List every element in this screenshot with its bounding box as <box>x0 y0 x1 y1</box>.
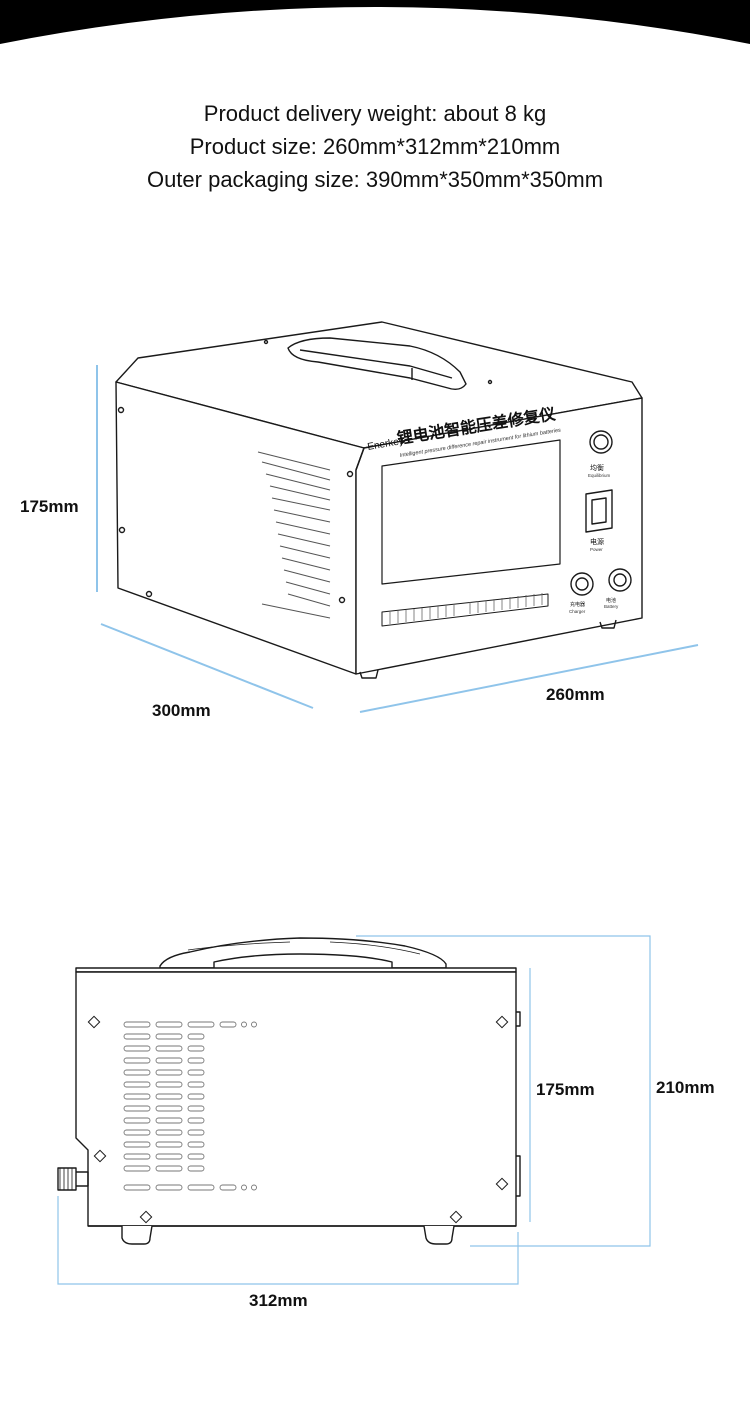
battery-label-en: Battery <box>604 604 619 609</box>
iso-width-line <box>359 644 699 713</box>
top-arc-banner <box>0 0 750 44</box>
delivery-weight-text: Product delivery weight: about 8 kg <box>203 101 547 126</box>
iso-width-label: 260mm <box>546 685 605 704</box>
side-body-height-label: 175mm <box>536 1080 595 1099</box>
iso-height-label: 175mm <box>20 497 79 516</box>
iso-depth-label: 300mm <box>152 701 211 720</box>
equilibrium-label-cn: 均衡 <box>590 463 604 472</box>
iso-dimension-lines <box>96 365 699 713</box>
product-size-text: Product size: 260mm*312mm*210mm <box>189 134 561 159</box>
product-specs: Product delivery weight: about 8 kg Prod… <box>0 97 750 196</box>
power-label-en: Power <box>590 547 603 552</box>
side-dimension-lines <box>57 935 651 1285</box>
side-total-height-label: 210mm <box>656 1078 715 1097</box>
charger-label-cn: 充电器 <box>570 601 585 608</box>
isometric-device-drawing: Enerkey 锂电池智能压差修复仪 Intelligent pressure … <box>96 321 699 713</box>
packaging-size-text: Outer packaging size: 390mm*350mm*350mm <box>146 167 604 192</box>
side-length-label: 312mm <box>249 1291 308 1310</box>
charger-label-en: Charger <box>569 609 586 614</box>
battery-label-cn: 电池 <box>606 597 616 604</box>
iso-depth-line <box>100 623 314 709</box>
equilibrium-label-en: Equilibrium <box>588 473 611 478</box>
side-length-line <box>57 1196 519 1285</box>
side-total-height-line <box>356 935 651 1247</box>
power-label-cn: 电源 <box>590 537 604 546</box>
